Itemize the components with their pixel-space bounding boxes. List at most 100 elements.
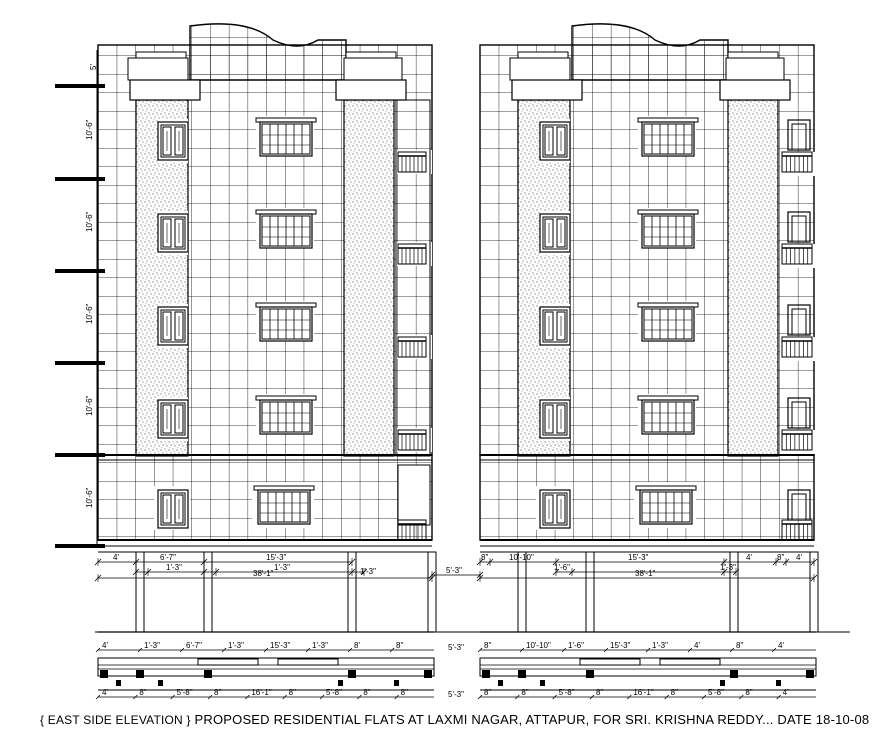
column-cap [335,79,407,101]
dimension-label: 4' [746,553,752,562]
floor-height-label: 10'-6" [85,487,94,508]
plan-dimension-label: 1'-3" [652,641,668,650]
plan-dimension-label: 8" [396,641,403,650]
stilt-column [135,551,145,633]
large-window [637,117,699,157]
dimension-label: 1'-6" [554,563,570,572]
plan-dimension-label: 16'-1" [633,688,654,697]
small-window [539,489,571,529]
column-cap [129,79,201,101]
plan-dimension-label: 16'-1" [251,688,272,697]
level-marker [55,177,105,181]
floor-level-markers: 5'10'-6"10'-6"10'-6"10'-6"10'-6" [55,50,105,548]
right-plan-top-dims: 8"10'-10"1'-6"15'-3"1'-3"4'8"4' [477,641,816,653]
level-marker [55,84,105,88]
plan-column [720,680,725,686]
side-bay [397,464,431,526]
plan-column [776,680,781,686]
large-window [637,209,699,249]
balcony-railing [781,151,813,173]
plan-dimension-label: 8" [214,688,221,697]
dimension-label: 8" [777,553,784,562]
stilt-column [427,551,437,633]
plan-dimension-label: 4' [102,641,108,650]
plan-dimension-label: 15'-3" [270,641,291,650]
stone-column [727,99,779,457]
balcony-railing [397,336,427,358]
left-plan-bottom-dims: 4'8"5'-8"8"16'-1"8"5'-8"8"8" [95,688,434,700]
wavy-parapet [189,23,347,81]
balcony-railing [781,243,813,265]
parapet-block [127,57,189,81]
plan-dimension-label: 5'-8" [326,688,342,697]
plan-dimension-label: 8" [484,641,491,650]
left-dim-row-1: 4'6'-7"15'-3" [94,553,356,566]
right-plan-bottom-dims: 8"8"5'-8"8"16'-1"8"5'-8"8"4' [477,688,816,700]
column-cap [719,79,791,101]
drawing-caption: { EAST SIDE ELEVATION } PROPOSED RESIDEN… [40,712,869,727]
plan-column [482,670,490,678]
plan-column [348,670,356,678]
right-plan-strip [479,631,817,691]
plan-dimension-label: 10'-10" [526,641,551,650]
side-door [787,304,811,336]
plan-column [100,670,108,678]
left-plan-top-dims: 4'1'-3"6'-7"1'-3"15'-3"1'-3"8'8" [95,641,434,653]
dimension-label: 1'-3" [360,567,376,576]
plan-dimension-label: 8" [745,688,752,697]
top-level-label: 5' [89,64,98,70]
plan-column [424,670,432,678]
parapet-block [343,57,403,81]
large-window [253,485,315,525]
plan-dimension-label: 8" [289,688,296,697]
plan-dimension-label: 8" [671,688,678,697]
stilt-column [517,551,527,633]
plan-dimension-label: 1'-3" [228,641,244,650]
plan-column [204,670,212,678]
stilt-column [203,551,213,633]
plan-dimension-label: 6'-7" [186,641,202,650]
small-window [157,489,189,529]
right-dim-row-1: 8"10'-10"15'-3"4'8"4' [476,553,818,566]
gap-dim: 5'-3" [428,566,484,579]
plan-opening [579,658,641,666]
large-window [637,302,699,342]
balcony-railing [397,519,427,541]
small-window [539,213,571,253]
parapet-block [509,57,571,81]
plan-column [136,670,144,678]
plan-column [730,670,738,678]
plan-dimension-label: 8" [139,688,146,697]
plan-column [158,680,163,686]
right-building-elevation [479,23,819,633]
large-window [635,485,697,525]
dimension-label: 8" [481,553,488,562]
stilt-column [585,551,595,633]
dimension-label: 6'-7" [160,553,176,562]
plan-dimension-label: 15'-3" [610,641,631,650]
plan-column [806,670,814,678]
caption-subtitle: PROPOSED RESIDENTIAL FLATS AT LAXMI NAGA… [194,712,870,727]
plan-opening [277,658,339,666]
plan-dimension-label: 4' [102,688,108,697]
small-window [157,399,189,439]
plan-dimension-label: 8" [736,641,743,650]
dimension-label: 5'-3" [446,566,462,575]
large-window [255,209,317,249]
plan-dimension-label: 8" [484,688,491,697]
plan-dimension-label: 5'-8" [708,688,724,697]
floor-height-label: 10'-6" [85,303,94,324]
plan-dimension-label: 5'-8" [177,688,193,697]
dimension-label: 4' [113,553,119,562]
left-total-dim: 38'-1" [94,569,436,582]
stone-column [343,99,395,457]
column-cap [511,79,583,101]
level-marker [55,453,105,457]
side-door [787,119,811,151]
small-window [539,306,571,346]
plan-dimension-label: 8" [401,688,408,697]
dimension-label: 1'-3" [166,563,182,572]
plan-dimension-label: 8" [596,688,603,697]
level-marker [55,361,105,365]
small-window [157,121,189,161]
